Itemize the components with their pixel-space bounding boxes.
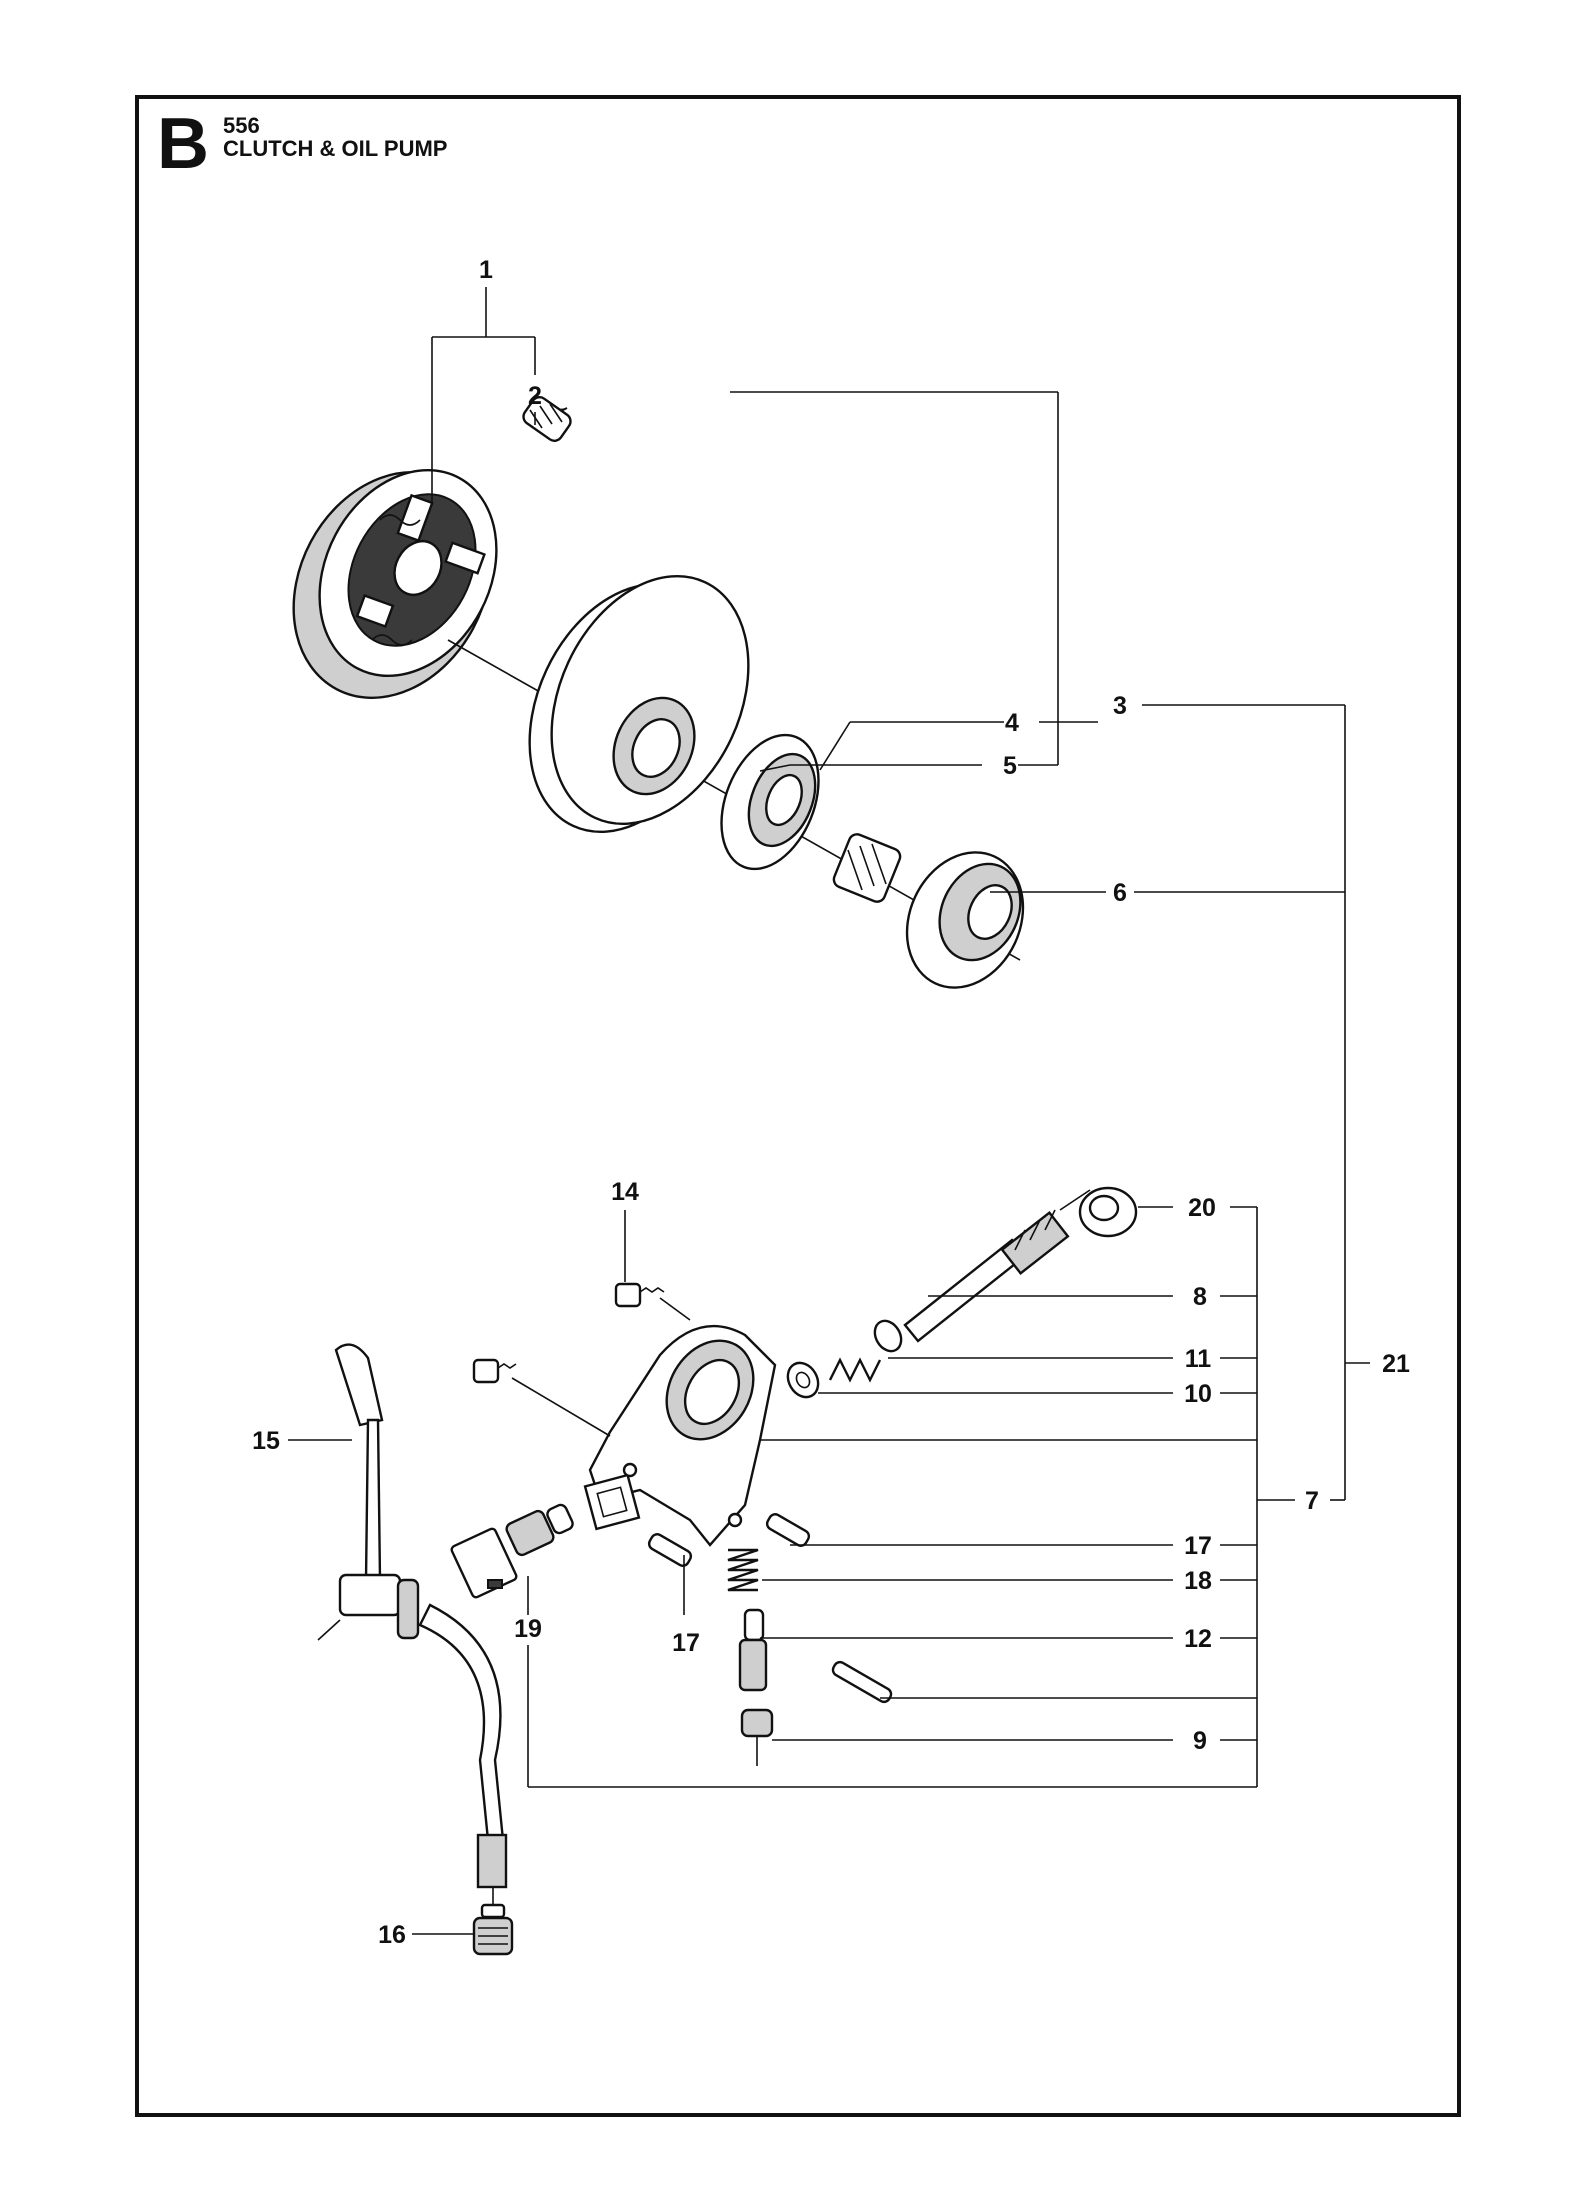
part-drive-washer [905,851,1025,989]
section-letter: B [157,104,209,184]
callout-7: 7 [1305,1487,1319,1515]
part-washer [786,1361,820,1399]
diagram-title: CLUTCH & OIL PUMP [223,136,448,161]
callout-9: 9 [1193,1727,1207,1755]
part-clutch-spring [522,396,572,442]
part-pump-housing [583,1324,777,1547]
callout-10: 10 [1184,1380,1212,1408]
leader-lines [288,287,1370,1935]
part-oil-filter [472,1887,514,1956]
model-number: 556 [223,113,260,138]
part-pump-piston [738,1608,768,1692]
callout-2: 2 [528,382,542,410]
callout-14: 14 [611,1178,639,1206]
callout-16: 16 [378,1921,406,1949]
part-oil-valve [450,1503,574,1599]
part-plug [740,1708,774,1766]
part-screws [472,1282,691,1437]
callout-8: 8 [1193,1283,1207,1311]
part-bushing [1078,1186,1138,1238]
part-oil-hose [317,1343,508,1889]
part-clutch-drum [528,574,750,834]
diagram-frame [135,95,1461,2117]
callout-17-right: 17 [1184,1532,1212,1560]
callout-21: 21 [1382,1350,1410,1378]
callout-15: 15 [252,1427,280,1455]
part-pump-piston-spring [727,1548,759,1592]
callout-6: 6 [1113,879,1127,907]
callout-5: 5 [1003,752,1017,780]
part-rim-sprocket [720,733,820,871]
callout-18: 18 [1184,1567,1212,1595]
part-needle-bearing [832,833,902,903]
callout-1: 1 [479,256,493,284]
callout-11: 11 [1185,1345,1212,1373]
part-clutch-assembly [292,468,498,699]
callout-4: 4 [1005,709,1019,737]
callout-12: 12 [1184,1625,1212,1653]
callout-3: 3 [1113,692,1127,720]
callout-17-left: 17 [672,1629,700,1657]
part-pins [647,1513,893,1704]
callout-19: 19 [514,1615,542,1643]
callout-20: 20 [1188,1194,1216,1222]
part-pump-shaft [903,1189,1091,1343]
part-pump-spring [828,1319,903,1383]
callout-labels: 1 2 3 4 5 6 7 8 9 10 11 12 14 15 16 17 1… [252,256,1410,1949]
